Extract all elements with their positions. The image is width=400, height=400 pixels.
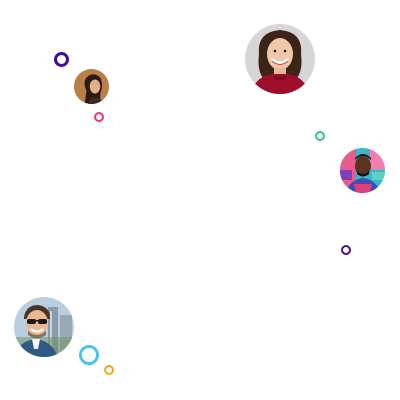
ring-icon	[79, 345, 99, 365]
ring-icon	[54, 52, 69, 67]
ring-icon	[104, 365, 114, 375]
ring-icon	[315, 131, 325, 141]
ring-icon	[94, 112, 104, 122]
avatar-man-graffiti[interactable]	[340, 148, 385, 193]
ring-icon	[341, 245, 351, 255]
avatar-woman-red-sweater[interactable]	[245, 24, 315, 94]
avatar-man-sunglasses[interactable]	[14, 297, 74, 357]
avatar-woman-dark-hair[interactable]	[74, 69, 109, 104]
